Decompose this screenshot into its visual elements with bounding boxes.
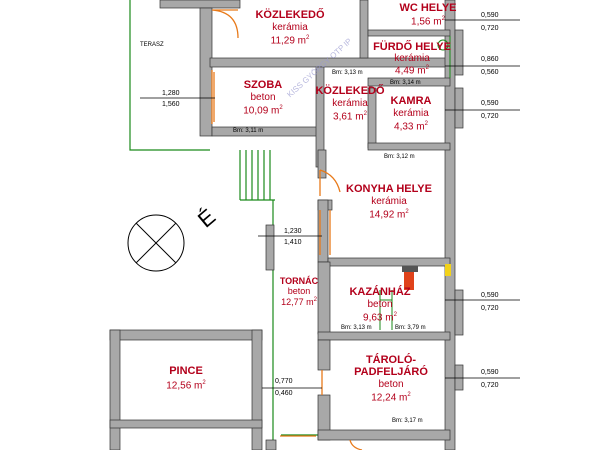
room-area: 14,92 m2	[369, 209, 409, 221]
room-name: TORNÁC	[279, 276, 319, 286]
height-szoba-bottom: 1,560	[162, 101, 180, 108]
room-area: 4,49 m2	[395, 65, 429, 77]
height-szoba-top: 1,280	[162, 90, 180, 97]
bm-szoba: Bm: 3,11 m	[233, 128, 264, 134]
room-tarolo: TÁROLÓ- PADFELJÁRÓ beton 12,24 m2	[336, 355, 446, 403]
room-name: KÖZLEKEDŐ	[255, 9, 325, 21]
room-kazanhaz: KAZÁNHÁZ beton 9,63 m2	[338, 287, 422, 323]
height-tornac-top: 1,230	[284, 228, 302, 235]
height-r2-top: 0,860	[481, 56, 499, 63]
boiler-marker	[404, 272, 414, 290]
height-pince-top: 0,770	[275, 378, 293, 385]
room-area: 12,56 m2	[166, 380, 206, 392]
room-material: kerámia	[393, 108, 429, 119]
room-area: 12,24 m2	[371, 392, 411, 404]
doors	[211, 9, 363, 450]
room-material: kerámia	[332, 98, 368, 109]
room-kamra: KAMRA kerámia 4,33 m2	[376, 96, 446, 132]
room-area: 11,29 m2	[270, 35, 310, 47]
room-name: KÖZLEKEDŐ	[315, 85, 385, 97]
bm-kazan-right: Bm: 3,79 m	[395, 325, 426, 331]
room-name: KAMRA	[390, 95, 432, 107]
yellow-marker	[445, 264, 451, 276]
room-name: WC HELYE	[399, 2, 457, 14]
room-material: beton	[378, 379, 404, 390]
dimension-lines	[140, 19, 520, 389]
room-furdo: FÜRDŐ HELYE kerámia 4,49 m2	[368, 42, 456, 76]
room-area: 10,09 m2	[243, 105, 283, 117]
room-material: beton	[367, 299, 393, 310]
room-pince: PINCE 12,56 m2	[140, 366, 232, 391]
bm-kozlekedo: Bm: 3,13 m	[332, 70, 363, 76]
bath-fixture	[437, 39, 449, 51]
room-material: beton	[287, 286, 311, 296]
height-pince-bottom: 0,460	[275, 390, 293, 397]
height-tornac-bottom: 1,410	[284, 239, 302, 246]
room-material: kerámia	[394, 53, 430, 64]
room-name: KAZÁNHÁZ	[349, 286, 411, 298]
compass-icon	[127, 214, 185, 272]
room-wc: WC HELYE 1,56 m2	[392, 3, 464, 27]
height-r2-bottom: 0,560	[481, 69, 499, 76]
bm-kamra: Bm: 3,12 m	[384, 154, 415, 160]
room-name: TÁROLÓ-	[365, 354, 417, 366]
room-area: 3,61 m2	[333, 111, 367, 123]
bm-furdo: Bm: 3,14 m	[390, 80, 421, 86]
height-r1-top: 0,590	[481, 12, 499, 19]
height-r5-bottom: 0,720	[481, 382, 499, 389]
height-r1-bottom: 0,720	[481, 25, 499, 32]
stair-marker	[402, 266, 418, 272]
room-area: 9,63 m2	[363, 312, 397, 324]
room-konyha: KONYHA HELYE kerámia 14,92 m2	[336, 184, 442, 220]
height-r3-bottom: 0,720	[481, 113, 499, 120]
bm-tarolo: Bm: 3,17 m	[392, 418, 423, 424]
room-kozlekedo-1: KÖZLEKEDŐ kerámia 11,29 m2	[248, 10, 332, 46]
room-name: KONYHA HELYE	[346, 183, 432, 195]
room-material: kerámia	[371, 196, 407, 207]
room-name: SZOBA	[243, 79, 283, 91]
room-name-2: PADFELJÁRÓ	[354, 366, 428, 378]
walls	[109, 0, 464, 450]
height-r3-top: 0,590	[481, 100, 499, 107]
room-material: kerámia	[272, 22, 308, 33]
room-area: 12,77 m2	[281, 297, 317, 307]
north-arrow: É	[193, 204, 220, 233]
room-name: PINCE	[169, 365, 203, 377]
room-tornac: TORNÁC beton 12,77 m2	[272, 277, 326, 307]
terasz-label: TERASZ	[140, 42, 164, 48]
height-r4-top: 0,590	[481, 292, 499, 299]
green-accents	[379, 36, 451, 330]
bm-kazan-left: Bm: 3,13 m	[341, 325, 372, 331]
room-material: beton	[250, 92, 276, 103]
garden-outline	[129, 0, 318, 450]
room-name: FÜRDŐ HELYE	[373, 41, 451, 53]
room-kozlekedo-2: KÖZLEKEDŐ kerámia 3,61 m2	[314, 86, 386, 122]
room-area: 4,33 m2	[394, 121, 428, 133]
height-r4-bottom: 0,720	[481, 305, 499, 312]
height-r5-top: 0,590	[481, 369, 499, 376]
room-area: 1,56 m2	[411, 16, 445, 28]
room-szoba: SZOBA beton 10,09 m2	[225, 80, 301, 116]
